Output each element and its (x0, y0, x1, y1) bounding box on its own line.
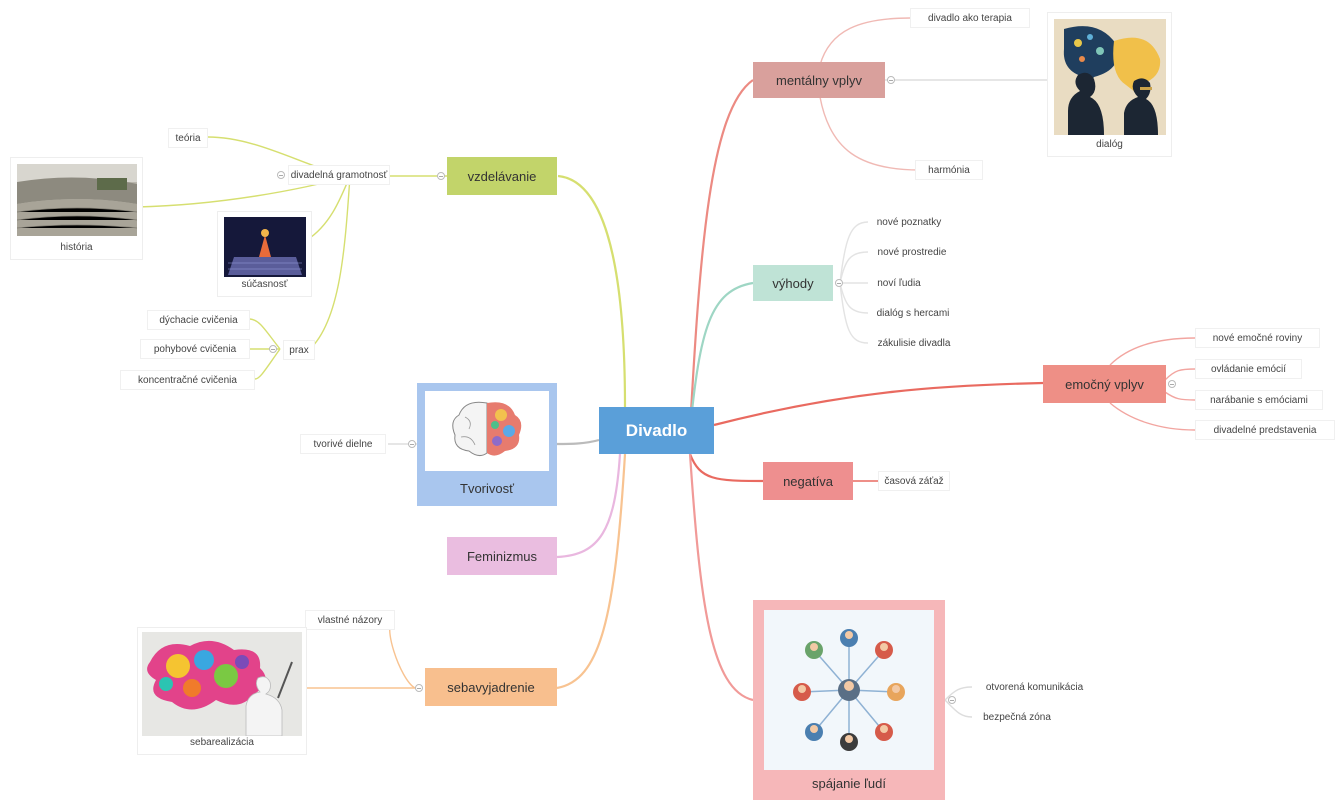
teoria-node[interactable]: teória (168, 128, 208, 148)
vyhody-item[interactable]: zákulisie divadla (868, 334, 960, 352)
prax-item[interactable]: pohybové cvičenia (140, 339, 250, 359)
harmonia-node[interactable]: harmónia (915, 160, 983, 180)
spajanie-ludi-label: spájanie ľudí (812, 776, 886, 791)
prax-node[interactable]: prax (283, 340, 315, 360)
vyhody-item[interactable]: nové poznatky (868, 213, 950, 231)
collapse-toggle-icon[interactable] (277, 171, 285, 179)
sucasnost-image-node[interactable]: súčasnosť (217, 211, 312, 297)
mentalny-vplyv-node[interactable]: mentálny vplyv (753, 62, 885, 98)
collapse-toggle-icon[interactable] (269, 345, 277, 353)
vyhody-item[interactable]: dialóg s hercami (868, 304, 958, 322)
brain-image-icon (425, 391, 549, 471)
emocny-item[interactable]: divadelné predstavenia (1195, 420, 1335, 440)
emocny-vplyv-node[interactable]: emočný vplyv (1043, 365, 1166, 403)
emocny-item[interactable]: ovládanie emócií (1195, 359, 1302, 379)
casova-zataz-node[interactable]: časová záťaž (878, 471, 950, 491)
collapse-toggle-icon[interactable] (1168, 380, 1176, 388)
vyhody-item[interactable]: nové prostredie (868, 243, 956, 261)
tvorivost-node[interactable]: Tvorivosť (417, 383, 557, 506)
stage-photo-icon (224, 217, 306, 277)
tvorivost-label: Tvorivosť (460, 481, 514, 496)
amphitheater-photo-icon (17, 164, 137, 236)
negativa-node[interactable]: negatíva (763, 462, 853, 500)
historia-image-node[interactable]: história (10, 157, 143, 260)
sebarealizacia-image-node[interactable]: sebarealizácia (137, 627, 307, 755)
divadelna-gramotnost-node[interactable]: divadelná gramotnosť (288, 165, 390, 185)
collapse-toggle-icon[interactable] (948, 696, 956, 704)
vlastne-nazory-node[interactable]: vlastné názory (305, 610, 395, 630)
collapse-toggle-icon[interactable] (408, 440, 416, 448)
spajanie-item[interactable]: bezpečná zóna (972, 708, 1062, 726)
divadlo-ako-terapia-node[interactable]: divadlo ako terapia (910, 8, 1030, 28)
dialog-caption: dialóg (1096, 139, 1123, 150)
people-network-icon (764, 610, 934, 770)
spajanie-ludi-node[interactable]: spájanie ľudí (753, 600, 945, 800)
spajanie-item[interactable]: otvorená komunikácia (972, 678, 1097, 696)
collapse-toggle-icon[interactable] (887, 76, 895, 84)
sucasnost-caption: súčasnosť (241, 279, 288, 290)
emocny-item[interactable]: nové emočné roviny (1195, 328, 1320, 348)
collapse-toggle-icon[interactable] (437, 172, 445, 180)
emocny-item[interactable]: narábanie s emóciami (1195, 390, 1323, 410)
feminizmus-node[interactable]: Feminizmus (447, 537, 557, 575)
central-topic[interactable]: Divadlo (599, 407, 714, 454)
vyhody-node[interactable]: výhody (753, 265, 833, 301)
collapse-toggle-icon[interactable] (415, 684, 423, 692)
vyhody-item[interactable]: noví ľudia (868, 274, 930, 292)
dialog-illustration-icon (1054, 19, 1166, 135)
tvorive-dielne-node[interactable]: tvorivé dielne (300, 434, 386, 454)
prax-item[interactable]: koncentračné cvičenia (120, 370, 255, 390)
sebavyjadrenie-node[interactable]: sebavyjadrenie (425, 668, 557, 706)
historia-caption: história (60, 242, 93, 253)
sebarealizacia-caption: sebarealizácia (190, 737, 254, 748)
paint-splash-photo-icon (142, 632, 302, 736)
prax-item[interactable]: dýchacie cvičenia (147, 310, 250, 330)
vzdelavanie-node[interactable]: vzdelávanie (447, 157, 557, 195)
dialog-image-node[interactable]: dialóg (1047, 12, 1172, 157)
collapse-toggle-icon[interactable] (835, 279, 843, 287)
